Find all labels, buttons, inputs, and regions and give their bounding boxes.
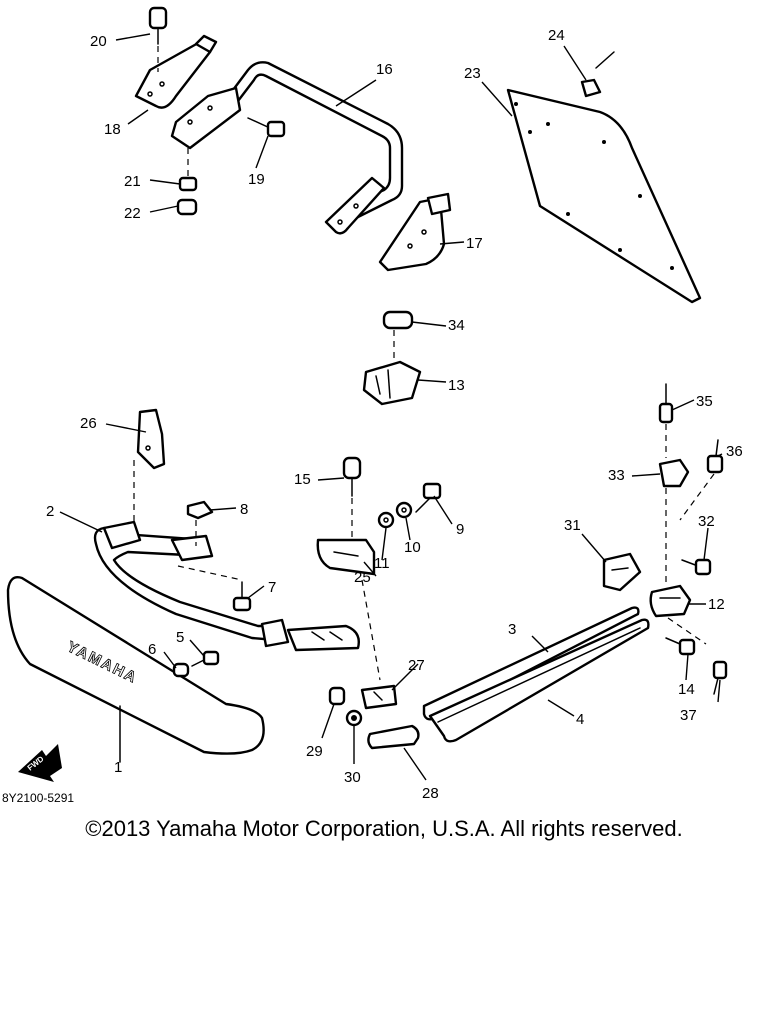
rivet-35 [658,383,674,458]
bolt-15 [342,456,362,538]
callout-6: 6 [148,641,156,658]
callout-22: 22 [124,205,141,222]
callout-2: 2 [46,503,54,520]
callout-23: 23 [464,65,481,82]
callout-16: 16 [376,61,393,78]
callout-37: 37 [680,707,697,724]
callout-34: 34 [448,317,465,334]
drawing-code: 8Y2100-5291 [2,791,75,805]
bolt-7 [177,565,252,612]
callout-10: 10 [404,539,421,556]
callout-25: 25 [354,569,371,586]
callout-32: 32 [698,513,715,530]
callout-27: 27 [408,657,425,674]
bolt-5 [191,650,220,667]
left-bar-bracket [134,34,218,109]
callout-labels: 1 2 3 4 5 6 7 8 9 10 11 12 13 14 15 16 1… [46,27,743,802]
callout-11: 11 [374,555,390,572]
callout-18: 18 [104,121,121,138]
callout-13: 13 [448,377,465,394]
bracket-12 [649,584,692,618]
callout-31: 31 [564,517,581,534]
washer-10 [395,501,413,519]
callout-8: 8 [240,501,248,518]
rivet-36 [679,439,724,521]
callout-12: 12 [708,596,725,613]
callout-29: 29 [306,743,323,760]
right-bar-bracket [378,192,452,272]
nut-29 [328,686,346,706]
callout-26: 26 [80,415,97,432]
callout-7: 7 [268,579,276,596]
front-bumper: YAMAHA [6,576,265,763]
callout-35: 35 [696,393,713,410]
fwd-arrow-icon: FWD [18,744,62,782]
callout-33: 33 [608,467,625,484]
callout-30: 30 [344,769,361,786]
copyright-notice: ©2013 Yamaha Motor Corporation, U.S.A. A… [85,816,683,841]
clip-27 [360,684,398,710]
bushing-lower [176,198,198,216]
holder-13 [362,360,422,406]
callout-21: 21 [124,173,141,190]
callout-1: 1 [114,759,122,776]
callout-14: 14 [678,681,695,698]
bolt-32 [681,558,712,576]
callout-15: 15 [294,471,311,488]
washer-11 [377,511,395,529]
bolt-14 [665,637,696,656]
end-cap [367,724,420,750]
lower-bar [93,520,360,652]
rivet-37 [712,660,728,695]
grab-bar [170,61,404,235]
bolt-19 [247,117,286,138]
trim-strip-3 [422,606,640,721]
nut-6 [172,662,190,678]
callout-3: 3 [508,621,516,638]
bolt-9 [415,482,442,513]
callout-5: 5 [176,629,184,646]
callout-20: 20 [90,33,107,50]
callout-36: 36 [726,443,743,460]
bracket-25 [316,538,376,576]
clip-34 [382,310,414,362]
washer-30 [345,709,363,727]
nut-8 [186,500,214,520]
callout-4: 4 [576,711,584,728]
seat-panel [506,88,702,304]
parts-diagram: YAMAHA [6,6,743,802]
bracket-31 [602,552,642,592]
trim-strip-4 [428,618,650,743]
callout-28: 28 [422,785,439,802]
bushing-upper [178,176,198,192]
callout-19: 19 [248,171,265,188]
callout-24: 24 [548,27,565,44]
pin [148,6,168,72]
callout-9: 9 [456,521,464,538]
bracket-26 [136,408,166,470]
callout-17: 17 [466,235,483,252]
rivet-24 [580,51,615,98]
leader-lines [59,33,723,781]
cap-33 [658,458,690,488]
